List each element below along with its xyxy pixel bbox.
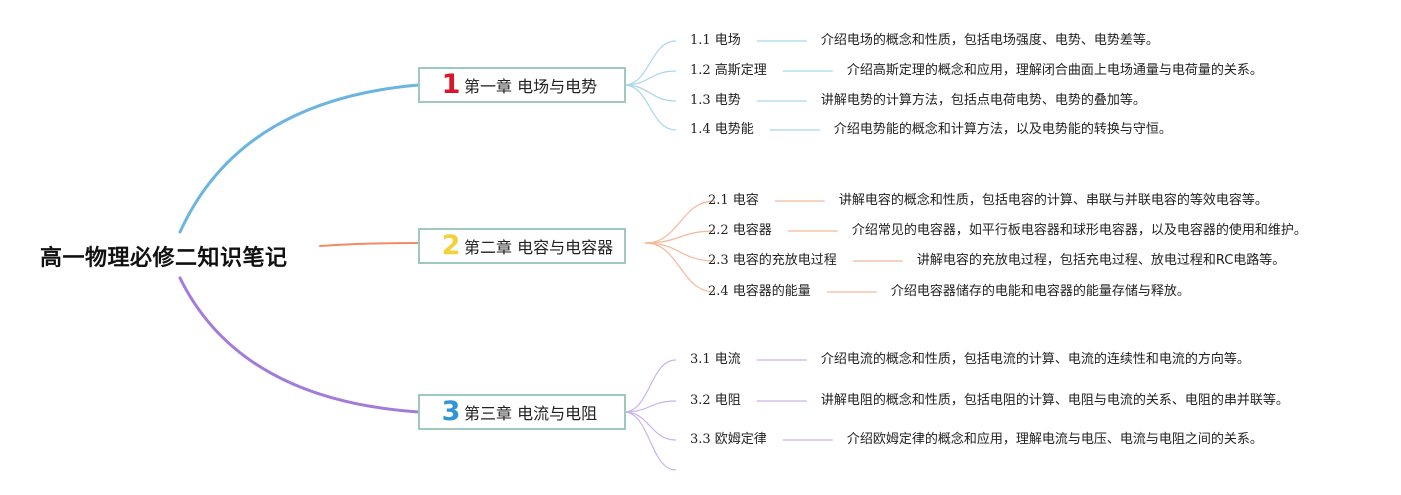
sub-branch-line [623,84,677,102]
section-title[interactable]: 1.3 电势 [690,93,741,108]
sub-branch-line [623,84,677,131]
section-title[interactable]: 2.2 电容器 [708,223,772,238]
section-description: 介绍电流的概念和性质，包括电流的计算、电流的连续性和电流的方向等。 [820,352,1250,367]
sub-branch-line [644,242,716,262]
section-title[interactable]: 3.2 电阻 [690,393,741,408]
section-description: 介绍欧姆定律的概念和应用，理解电流与电压、电流与电阻之间的关系。 [846,432,1263,447]
main-branch-line [178,276,421,414]
section-description: 介绍常见的电容器，如平行板电容器和球形电容器，以及电容器的使用和维护。 [851,223,1307,238]
chapter-number: 1 [441,69,461,100]
section-description: 介绍电势能的概念和计算方法，以及电势能的转换与守恒。 [833,122,1172,137]
sub-branch-line [623,40,677,86]
section-description: 介绍高斯定理的概念和应用，理解闭合曲面上电场通量与电荷量的关系。 [846,63,1263,78]
sub-branch-line [623,359,677,413]
chapter-number: 2 [441,230,461,261]
sub-branch-line [644,242,716,293]
sub-branch-line [644,230,716,244]
section-title[interactable]: 2.4 电容器的能量 [708,284,811,299]
section-title[interactable]: 3.1 电流 [690,352,741,367]
sub-branch-line [623,70,677,86]
chapter-label: 第二章 电容与电容器 [464,238,614,257]
sub-branch-line [623,400,677,413]
section-title[interactable]: 3.3 欧姆定律 [690,432,767,447]
sub-branch-line [644,200,716,244]
root-title: 高一物理必修二知识笔记 [40,246,288,271]
section-title[interactable]: 1.4 电势能 [690,122,754,137]
main-branch-line [178,83,421,234]
section-description: 讲解电容的概念和性质，包括电容的计算、串联与并联电容的等效电容等。 [838,193,1268,208]
chapter-label: 第三章 电流与电阻 [464,404,598,423]
sub-branch-line [623,411,677,471]
section-description: 讲解电阻的概念和性质，包括电阻的计算、电阻与电流的关系、电阻的串并联等。 [820,393,1289,408]
chapter-number: 3 [441,396,461,427]
chapter-label: 第一章 电场与电势 [464,77,598,96]
section-description: 介绍电场的概念和性质，包括电场强度、电势、电势差等。 [820,33,1159,48]
section-description: 讲解电容的充放电过程，包括充电过程、放电过程和RC电路等。 [916,253,1286,268]
section-description: 讲解电势的计算方法，包括点电荷电势、电势的叠加等。 [820,93,1146,108]
section-title[interactable]: 1.1 电场 [690,33,741,48]
section-title[interactable]: 2.1 电容 [708,193,759,208]
main-branch-line [319,242,420,247]
section-title[interactable]: 1.2 高斯定理 [690,63,767,78]
sub-branch-line [623,411,677,441]
section-description: 介绍电容器储存的电能和电容器的能量存储与释放。 [890,284,1190,299]
section-title[interactable]: 2.3 电容的充放电过程 [708,253,837,268]
